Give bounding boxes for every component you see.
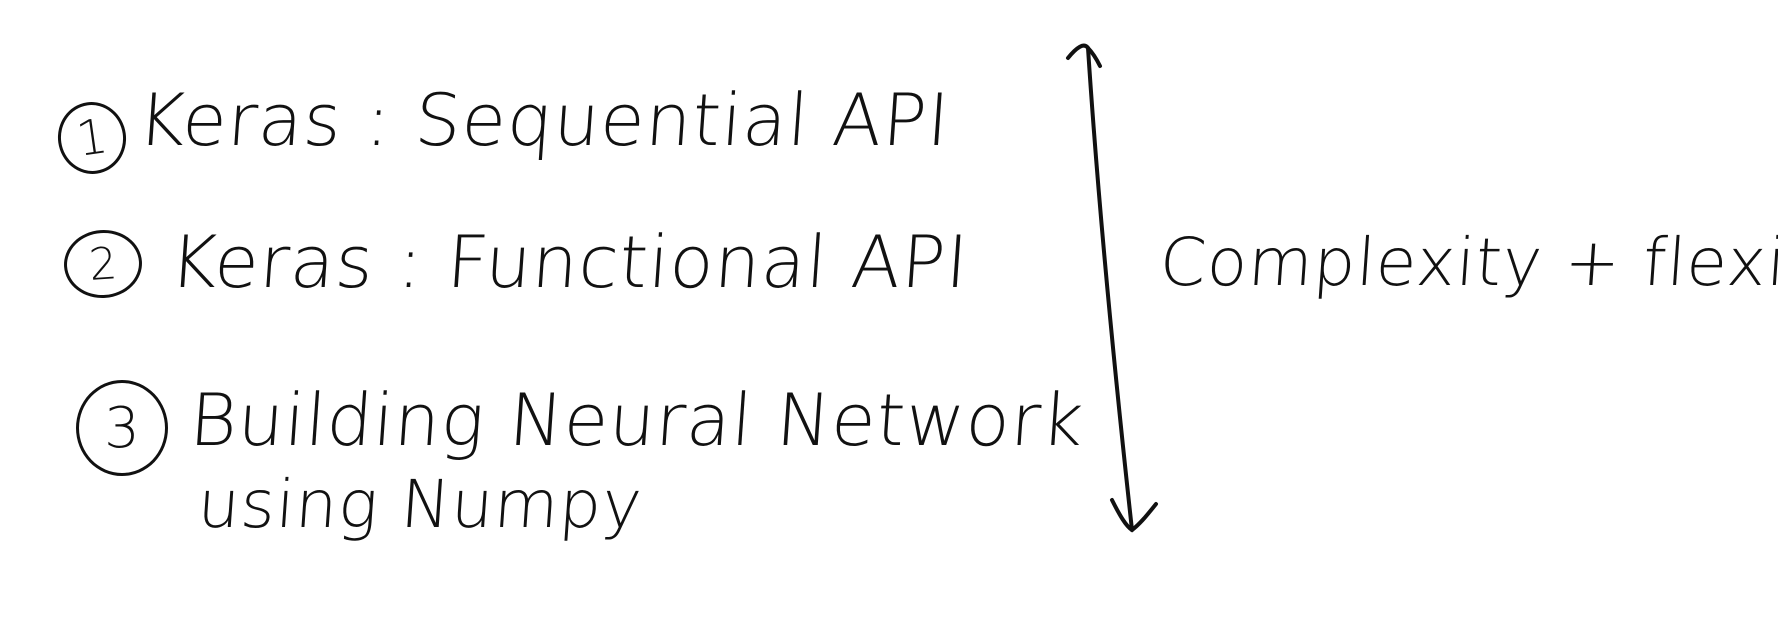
list-item-keras-functional: Keras : Functional API [167,220,972,304]
list-item-keras-sequential: Keras : Sequential API [135,78,953,162]
arrow-head-bottom [1110,498,1158,533]
item-number: 3 [104,395,140,461]
arrow-head-top [1066,43,1102,68]
item-number: 2 [87,237,119,291]
complexity-flexibility-label: Complexity + flexibility [1157,224,1778,301]
item-number-circle: 2 [61,227,145,301]
item-number: 1 [72,108,112,168]
item-number-circle: 3 [76,380,168,476]
list-item-numpy-line-1: Building Neural Network [187,378,1088,462]
arrow-shaft [1086,46,1134,532]
double-headed-arrow-icon [1066,43,1158,533]
list-item-numpy-line-2: using Numpy [195,466,646,543]
item-number-circle: 1 [53,97,131,179]
